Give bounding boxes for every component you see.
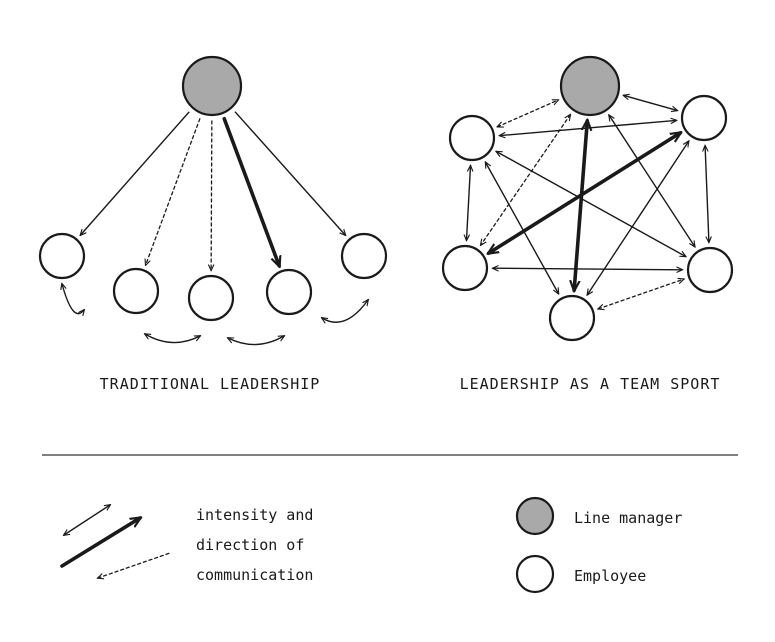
legend-weak-line	[98, 552, 171, 578]
team-node-employee-d	[686, 246, 734, 294]
legend-text-line-2: direction of	[196, 536, 304, 554]
legend-employee-label: Employee	[574, 567, 646, 585]
team-node-employee-c	[441, 244, 489, 292]
team-nodes	[441, 55, 734, 342]
traditional-edges	[62, 111, 368, 346]
svg-text:intensity and direction: intensity and direction of communication	[196, 506, 322, 584]
team-edge-a-m	[498, 100, 558, 127]
traditional-edge-e2-e3	[145, 334, 200, 344]
traditional-edge-m-e3	[211, 120, 212, 270]
traditional-caption: TRADITIONAL LEADERSHIP	[100, 375, 321, 393]
team-node-employee-b	[680, 94, 728, 142]
team-edge-m-b	[624, 95, 677, 110]
traditional-node-employee-e3	[187, 274, 235, 322]
legend-manager-circle	[515, 496, 555, 536]
traditional-edge-e1-e2	[62, 284, 84, 314]
traditional-edge-m-e5	[234, 111, 345, 235]
traditional-node-employee-e2	[112, 267, 160, 315]
traditional-nodes	[38, 55, 388, 322]
traditional-edge-m-e4	[222, 116, 279, 266]
traditional-node-employee-e5	[340, 232, 388, 280]
traditional-node-employee-e4	[265, 268, 313, 316]
team-edge-m-c	[481, 115, 570, 245]
traditional-edge-e3-e4	[228, 336, 284, 346]
legend-employee-circle	[515, 554, 555, 594]
team-edge-e-d	[598, 279, 683, 309]
team-edges	[467, 95, 709, 308]
team-edge-e-b	[587, 141, 688, 294]
traditional-edge-m-e1	[81, 111, 190, 235]
traditional-edge-m-e2	[146, 118, 201, 265]
team-edge-c-d	[493, 268, 682, 270]
legend-text-line-3: communication	[196, 566, 313, 584]
team-edge-m-e	[574, 121, 587, 290]
team-edge-m-d	[609, 115, 695, 246]
legend-manager-label: Line manager	[574, 509, 682, 527]
team-caption: LEADERSHIP AS A TEAM SPORT	[460, 375, 721, 393]
legend-strong-line	[60, 518, 140, 568]
legend-communication: intensity and direction of communication	[60, 505, 322, 584]
team-edge-b-d	[705, 146, 709, 242]
team-edge-a-c	[467, 166, 471, 240]
legend-nodes: Line manager Employee	[515, 496, 682, 594]
legend-normal-line	[64, 505, 110, 535]
traditional-edge-e4-e5	[322, 300, 368, 322]
team-node-employee-a	[448, 114, 496, 162]
team-edge-a-e	[486, 162, 559, 293]
team-node-manager	[559, 55, 621, 117]
traditional-node-manager	[181, 55, 243, 117]
legend-text-line-1: intensity and	[196, 506, 313, 524]
traditional-node-employee-e1	[38, 232, 86, 280]
team-edge-a-d	[496, 152, 685, 257]
team-node-employee-e	[548, 294, 596, 342]
